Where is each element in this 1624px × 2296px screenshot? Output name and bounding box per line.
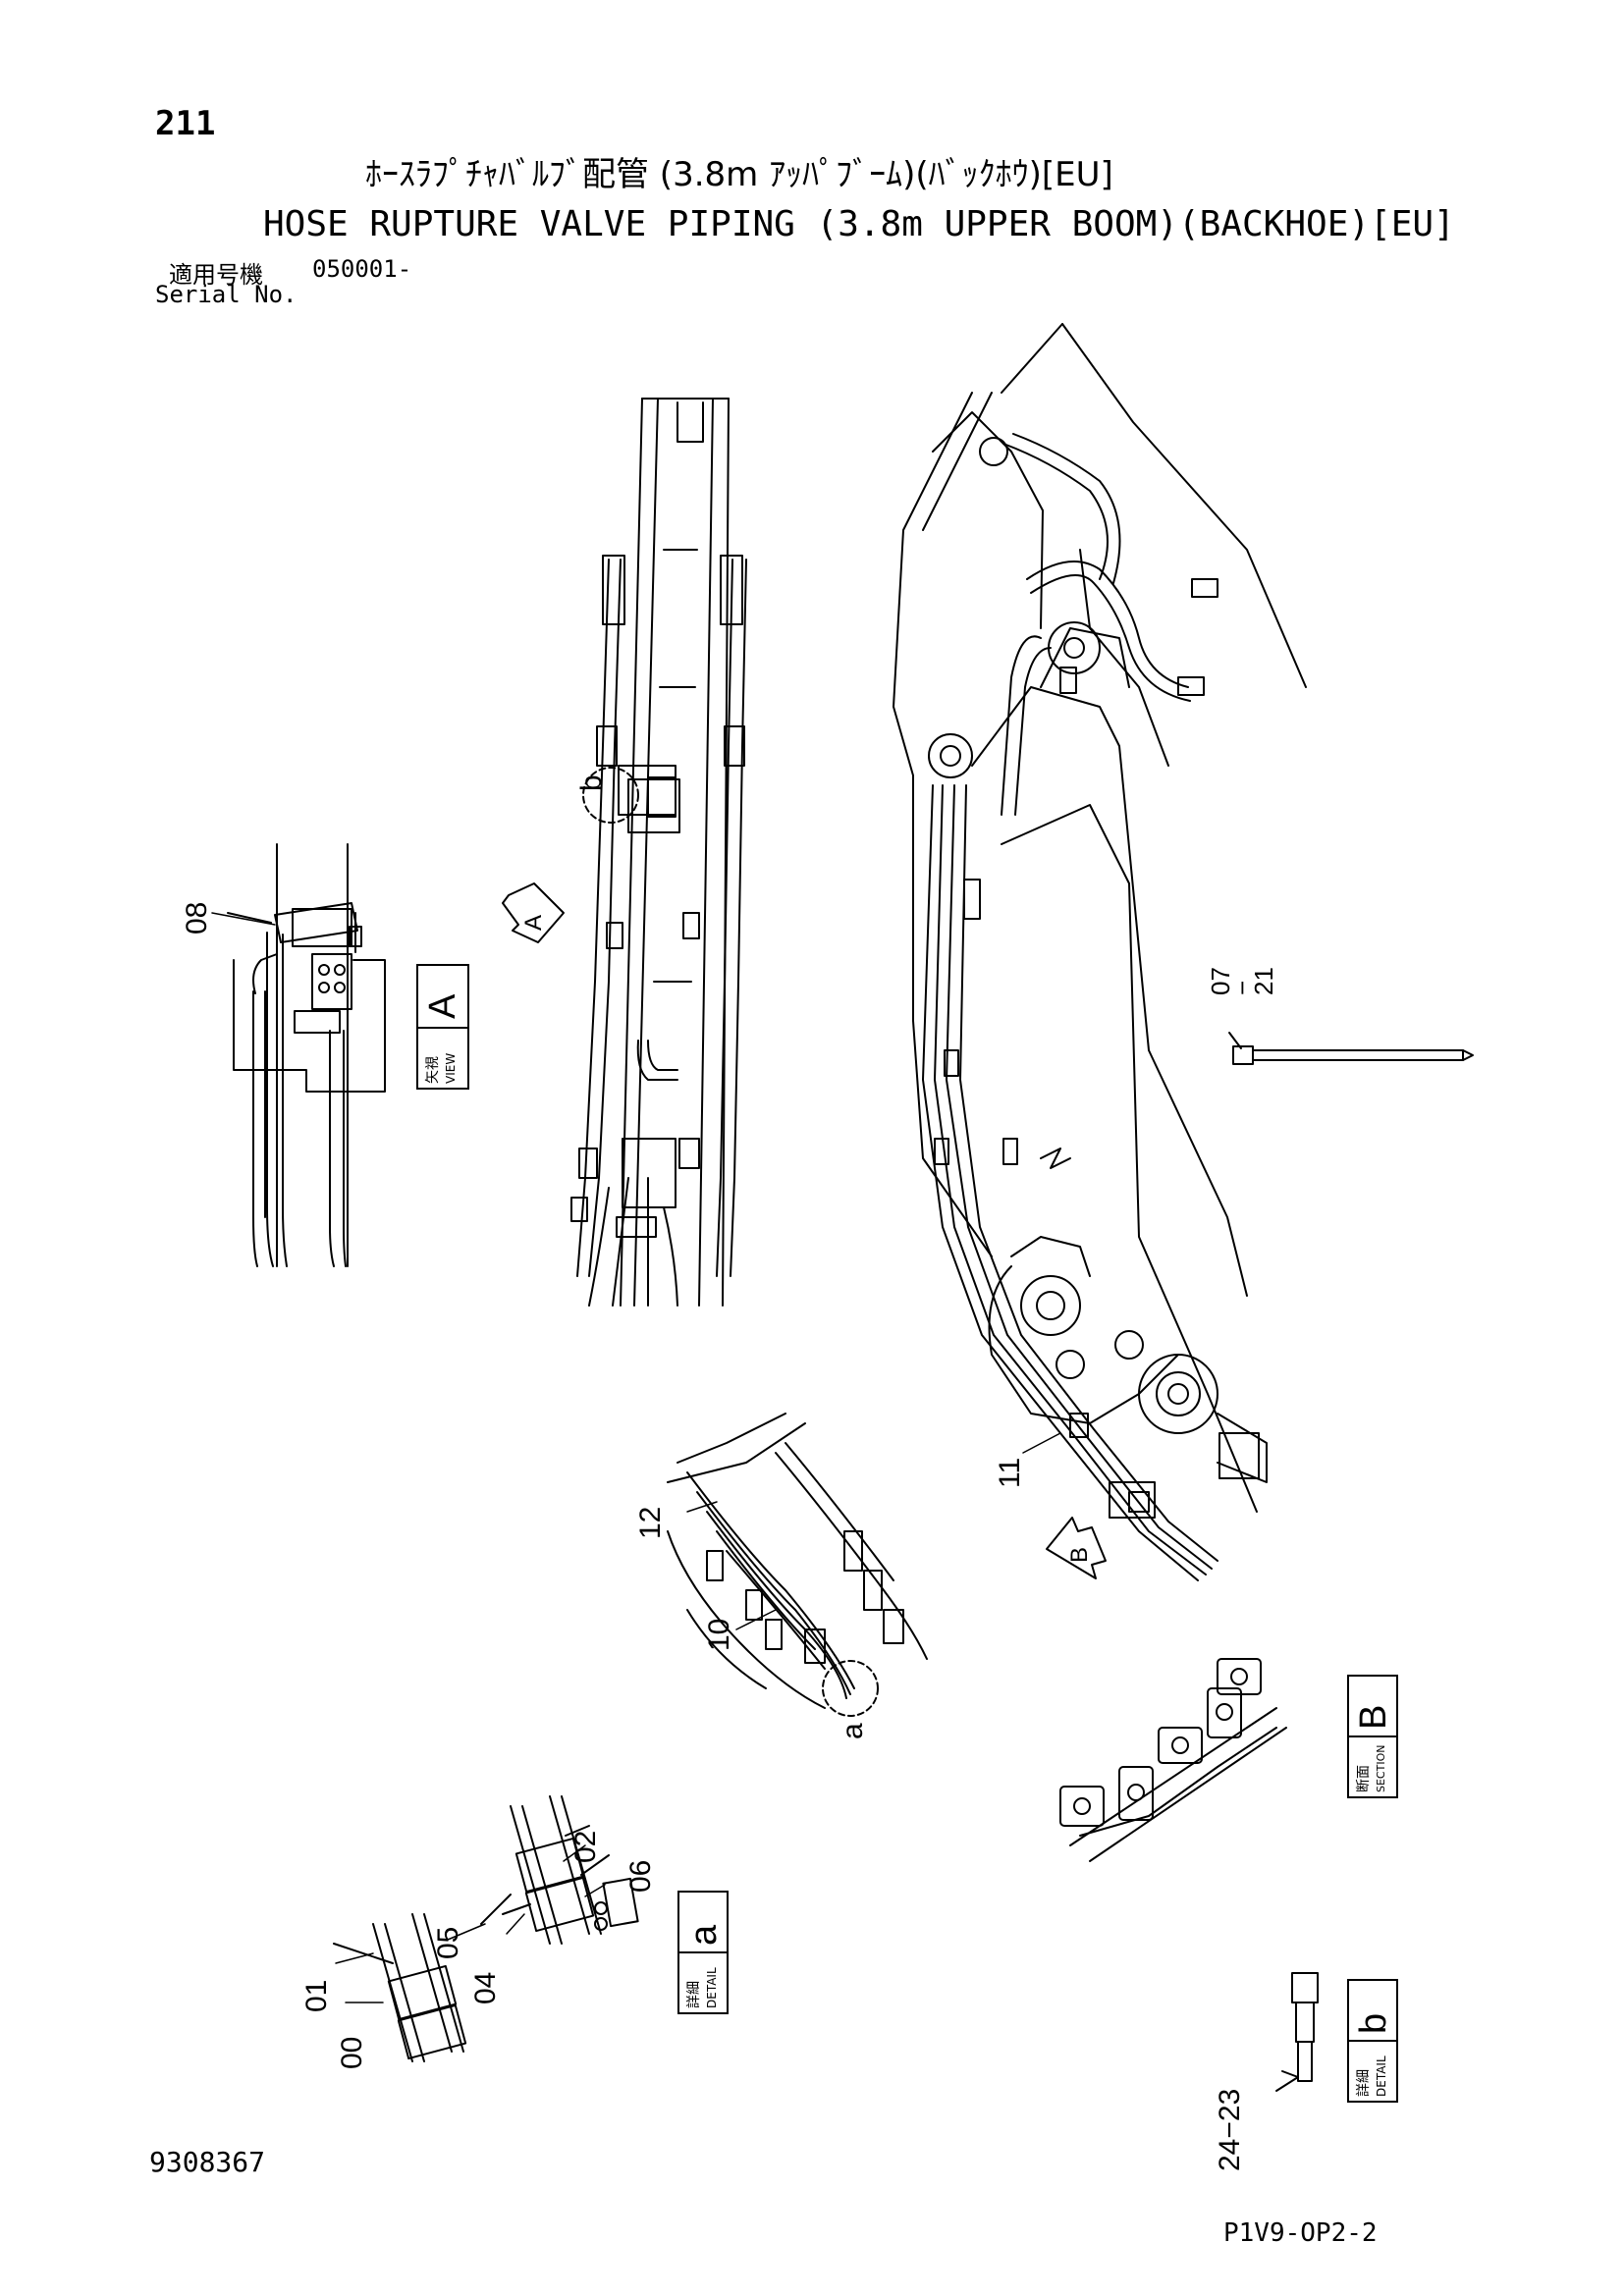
callout-04: 04 (469, 1971, 502, 2004)
detail-b-word: DETAIL (1375, 2056, 1388, 2097)
detail-b-label-box: b 詳細 DETAIL (1347, 1979, 1398, 2103)
detail-a-label-box: a 詳細 DETAIL (677, 1891, 729, 2014)
view-a-label-box: 矢視 VIEW A (416, 964, 469, 1090)
detail-b-kanji: 詳細 (1356, 2069, 1372, 2097)
callout-06: 06 (624, 1859, 657, 1893)
page-code: P1V9-OP2-2 (1223, 2218, 1378, 2248)
serial-value: 050001- (312, 255, 412, 283)
view-a-kanji: 矢視 (425, 1056, 441, 1084)
drawing-number: 9308367 (149, 2146, 266, 2178)
detail-a-word: DETAIL (705, 1967, 719, 2008)
view-a-arrow-letter: A (520, 914, 547, 931)
serial-label-en: Serial No. (155, 281, 298, 308)
callout-leader-lines (211, 912, 1061, 2003)
callout-08: 08 (181, 901, 213, 934)
callout-07-21: 07 − 21 (1206, 967, 1278, 995)
detail-b-drawing (1275, 1972, 1319, 2092)
section-b-drawing (1059, 1658, 1287, 1862)
view-a-arrow-shape (502, 882, 565, 943)
detail-a-kanji: 詳細 (686, 1981, 702, 2008)
title-english: HOSE RUPTURE VALVE PIPING (3.8m UPPER BO… (263, 204, 1455, 244)
section-b-kanji: 断面 (1356, 1765, 1372, 1792)
detail-b-letter: b (1353, 2012, 1394, 2034)
callout-12: 12 (634, 1506, 667, 1539)
callout-11: 11 (994, 1457, 1026, 1488)
callout-b-ref: b (575, 774, 608, 791)
section-b-letter: B (1353, 1704, 1394, 1730)
section-b-word: SECTION (1375, 1744, 1387, 1792)
main-boom-drawing (893, 323, 1307, 1581)
callout-01: 01 (300, 1979, 333, 2012)
callout-00: 00 (336, 2036, 368, 2069)
detail-a-fittings-drawing (333, 1795, 639, 2062)
serial-label-jp: 適用号機 (169, 261, 263, 289)
callout-10: 10 (703, 1618, 735, 1651)
callout-a-ref: a (837, 1723, 869, 1739)
view-a-word: VIEW (444, 1052, 458, 1084)
detail-a-letter: a (683, 1924, 725, 1946)
view-a-letter: A (422, 993, 463, 1019)
detail-a-bundle-drawing (667, 1413, 928, 1717)
section-b-arrow-letter: B (1066, 1546, 1093, 1563)
callout-02: 02 (569, 1830, 602, 1863)
section-b-arrow-shape (1046, 1517, 1107, 1579)
view-a-detail-drawing (227, 843, 386, 1267)
cable-tie-drawing (1228, 1032, 1474, 1065)
section-b-label-box: B 断面 SECTION (1347, 1675, 1398, 1798)
callout-05: 05 (432, 1926, 464, 1959)
upper-boom-drawing (570, 398, 747, 1307)
page-number: 211 (155, 104, 216, 143)
callout-24-23: 24−23 (1214, 2088, 1246, 2171)
title-japanese: ﾎｰｽﾗﾌﾟﾁｬﾊﾞﾙﾌﾞ配管 (3.8m ｱｯﾊﾟﾌﾞｰﾑ)(ﾊﾞｯｸﾎｳ)[… (365, 155, 1113, 194)
